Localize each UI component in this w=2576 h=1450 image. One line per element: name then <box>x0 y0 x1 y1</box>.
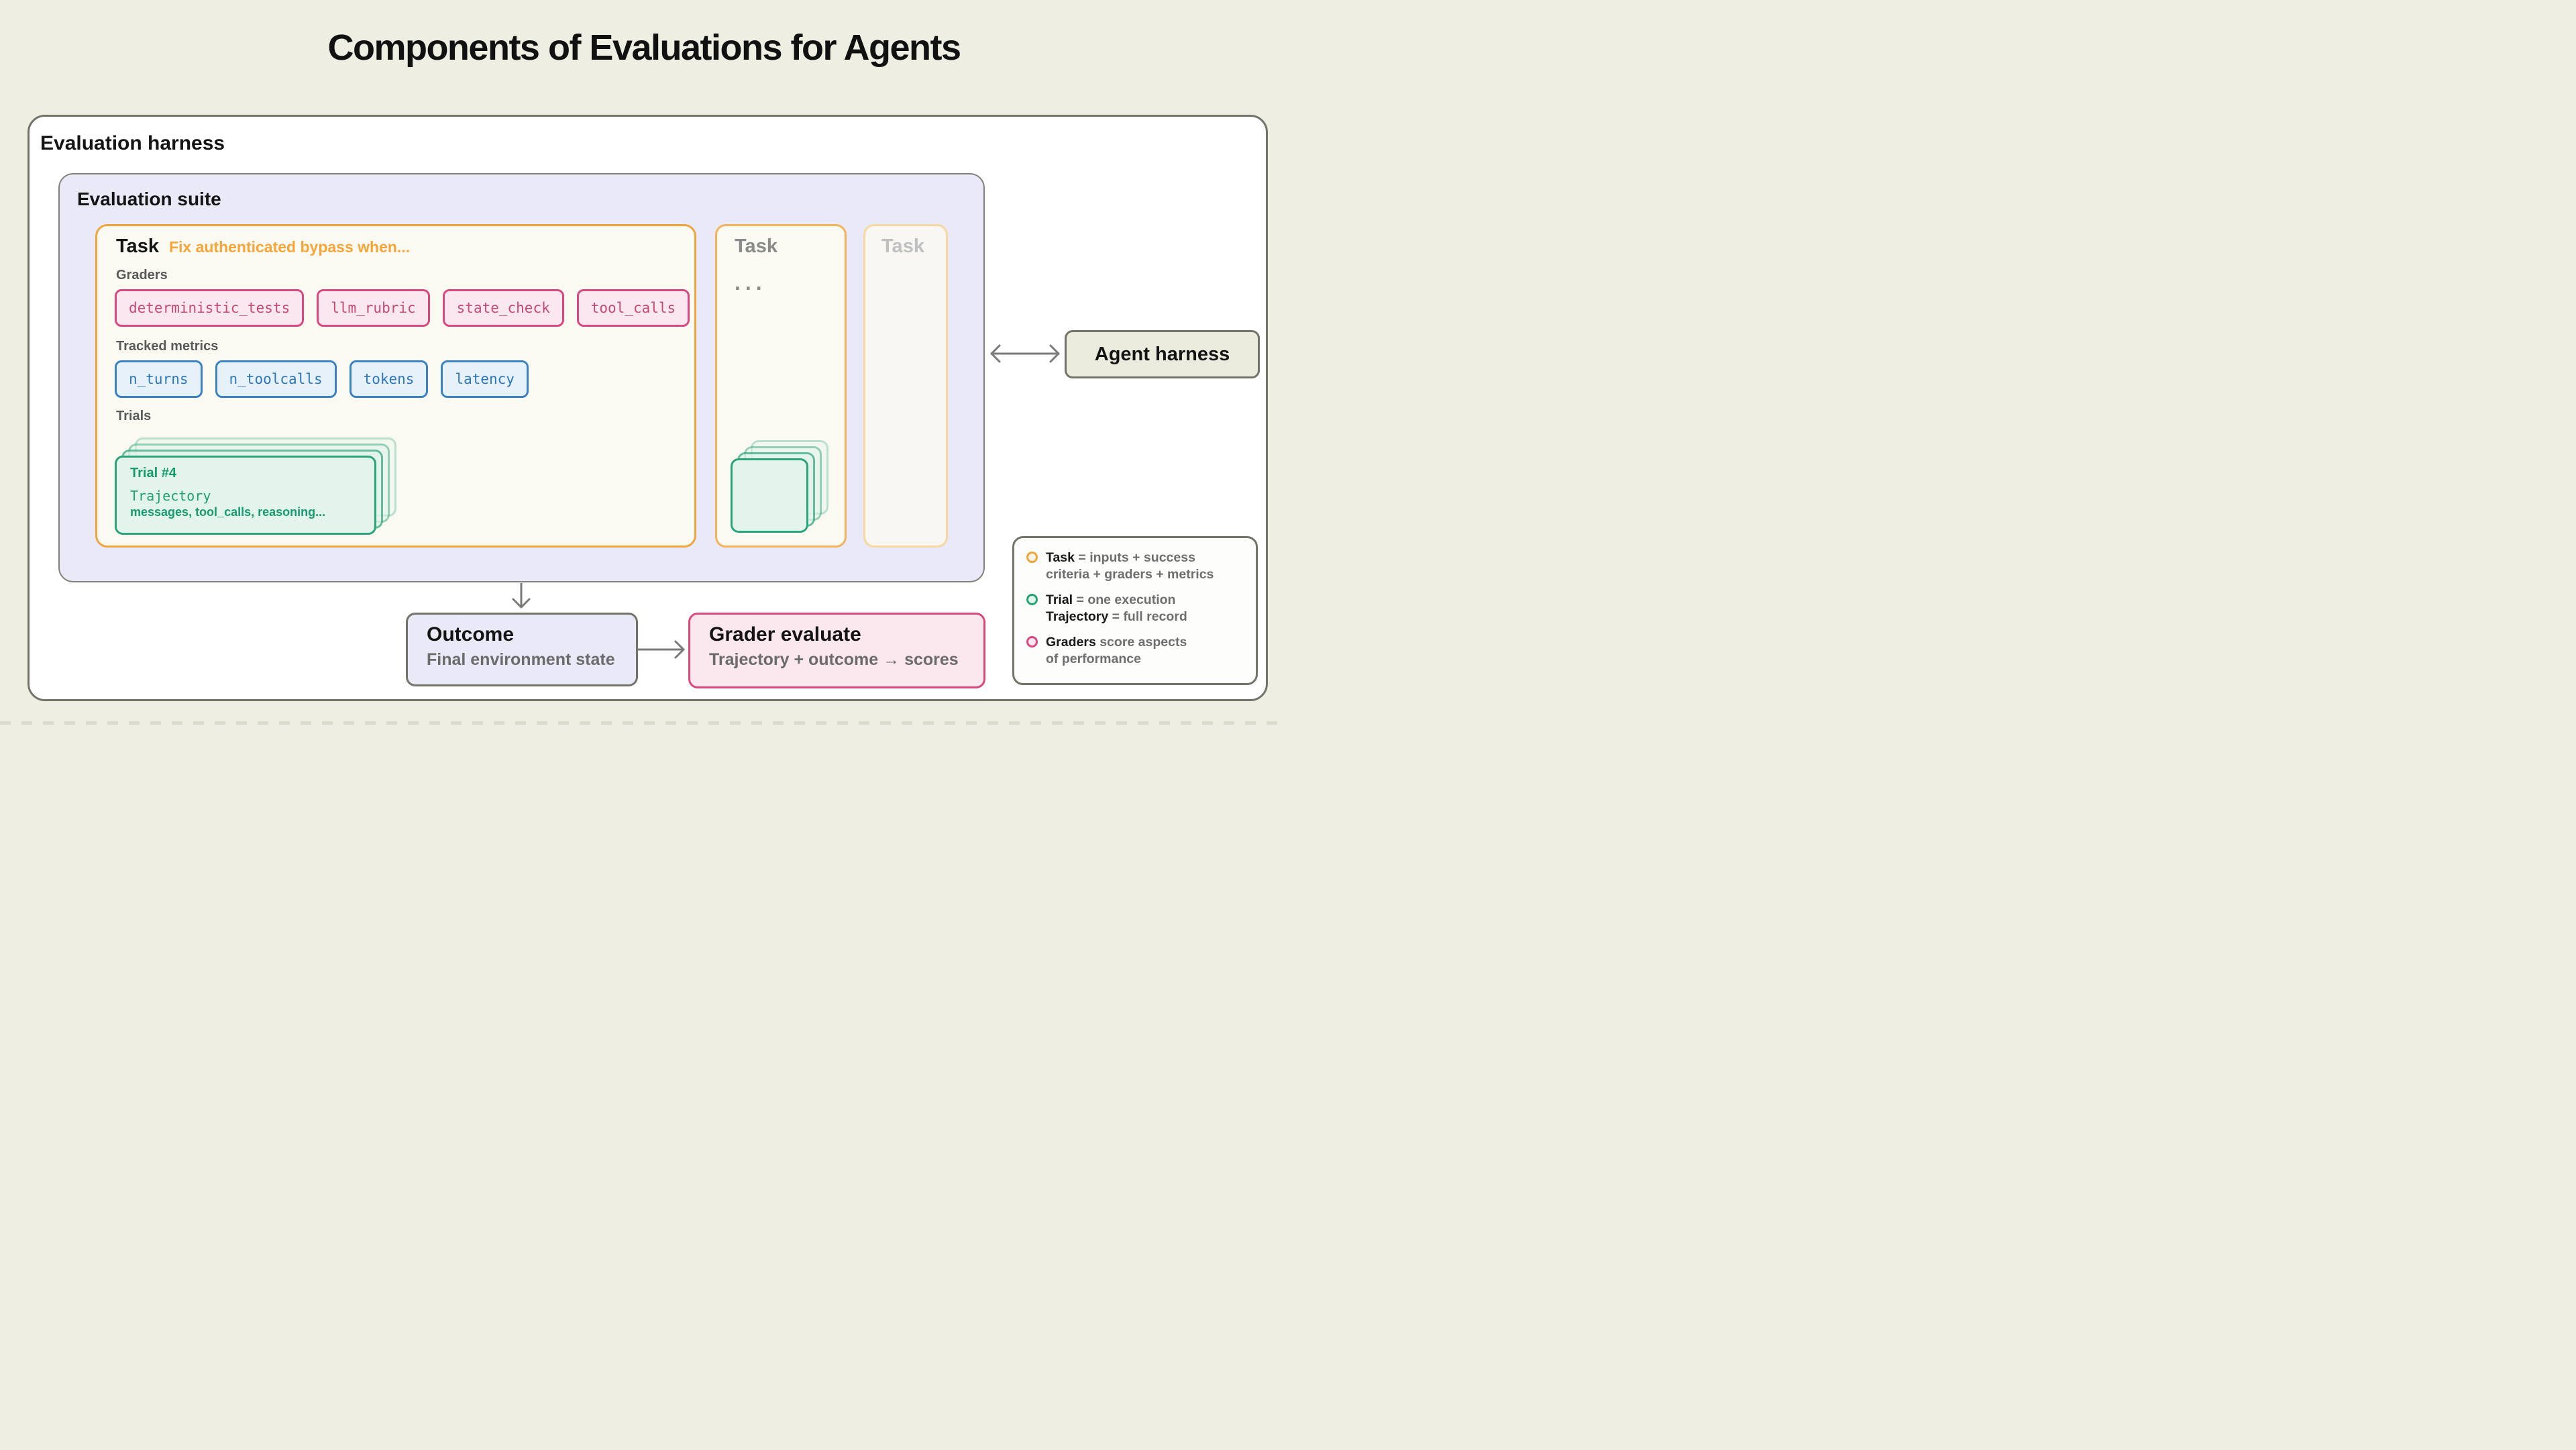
legend: Task = inputs + success criteria + grade… <box>1012 536 1258 685</box>
evaluation-harness-label: Evaluation harness <box>40 132 225 154</box>
task-2-ellipsis: ... <box>735 270 767 295</box>
task-card-2: Task ... <box>715 224 847 548</box>
trial-trajectory-label: Trajectory <box>130 488 211 504</box>
task-2-title: Task <box>735 236 777 257</box>
grader-pill: state_check <box>442 289 564 327</box>
right-arrow-icon <box>638 640 685 659</box>
task-description: Fix authenticated bypass when... <box>168 238 411 256</box>
metric-pill: n_turns <box>115 360 203 398</box>
metric-pill: n_toolcalls <box>215 360 337 398</box>
bidirectional-arrow-icon <box>990 344 1060 363</box>
legend-item-text: Trial = one execution Trajectory = full … <box>1046 592 1187 625</box>
legend-rest: criteria + graders + metrics <box>1046 567 1214 582</box>
task-header: Task Fix authenticated bypass when... <box>116 236 410 258</box>
evaluation-suite-label: Evaluation suite <box>77 189 221 209</box>
page-title: Components of Evaluations for Agents <box>327 28 961 68</box>
legend-item-text: Task = inputs + success criteria + grade… <box>1046 550 1214 583</box>
trial-title: Trial #4 <box>130 466 176 480</box>
trial-card-stack: Trial #4 Trajectory messages, tool_calls… <box>115 427 403 535</box>
task-card-3: Task <box>863 224 948 548</box>
outcome-box: Outcome Final environment state <box>406 613 638 686</box>
legend-item-task: Task = inputs + success criteria + grade… <box>1025 550 1245 583</box>
trial-card-front <box>731 458 808 533</box>
tracked-metrics-label: Tracked metrics <box>116 339 219 354</box>
legend-item-graders: Graders score aspects of performance <box>1025 634 1245 668</box>
grader-evaluate-title: Grader evaluate <box>709 623 861 645</box>
outcome-subtitle: Final environment state <box>427 650 615 669</box>
legend-term: Graders <box>1046 635 1096 650</box>
agent-harness-label: Agent harness <box>1094 343 1230 365</box>
metrics-pill-row: n_turns n_toolcalls tokens latency <box>115 360 529 398</box>
down-arrow-icon <box>512 583 531 609</box>
outcome-title: Outcome <box>427 623 515 645</box>
legend-item-trial: Trial = one execution Trajectory = full … <box>1025 592 1245 625</box>
task-ring-icon <box>1026 552 1038 563</box>
legend-term: Task <box>1046 550 1075 565</box>
grader-pill: llm_rubric <box>317 289 430 327</box>
trial-card-front: Trial #4 Trajectory messages, tool_calls… <box>115 456 376 535</box>
trials-label: Trials <box>116 409 152 423</box>
trial-trajectory-contents: messages, tool_calls, reasoning... <box>130 505 326 519</box>
trial-ring-icon <box>1026 594 1038 605</box>
grader-evaluate-box: Grader evaluate Trajectory + outcome → s… <box>688 613 985 688</box>
task-card-main: Task Fix authenticated bypass when... Gr… <box>95 224 696 548</box>
diagram-canvas: Components of Evaluations for Agents Eva… <box>0 0 1288 725</box>
legend-term: Trial <box>1046 592 1073 607</box>
task-title: Task <box>116 236 159 257</box>
legend-rest: = full record <box>1108 609 1187 624</box>
legend-item-text: Graders score aspects of performance <box>1046 634 1187 668</box>
grader-pill: tool_calls <box>576 289 690 327</box>
graders-label: Graders <box>116 268 168 282</box>
legend-rest: of performance <box>1046 652 1141 666</box>
cutoff-footer-strip <box>0 721 1288 725</box>
grader-evaluate-subtitle: Trajectory + outcome → scores <box>709 650 959 669</box>
metric-pill: tokens <box>349 360 429 398</box>
trial-card-stack-small <box>731 435 838 533</box>
grader-pill: deterministic_tests <box>115 289 305 327</box>
legend-rest: = one execution <box>1073 592 1176 607</box>
metric-pill: latency <box>441 360 529 398</box>
agent-harness-box: Agent harness <box>1065 330 1260 378</box>
legend-rest: = inputs + success <box>1075 550 1195 565</box>
graders-pill-row: deterministic_tests llm_rubric state_che… <box>115 289 690 327</box>
task-3-title: Task <box>881 236 924 257</box>
graders-ring-icon <box>1026 636 1038 648</box>
legend-term: Trajectory <box>1046 609 1109 624</box>
legend-rest: score aspects <box>1095 635 1187 650</box>
